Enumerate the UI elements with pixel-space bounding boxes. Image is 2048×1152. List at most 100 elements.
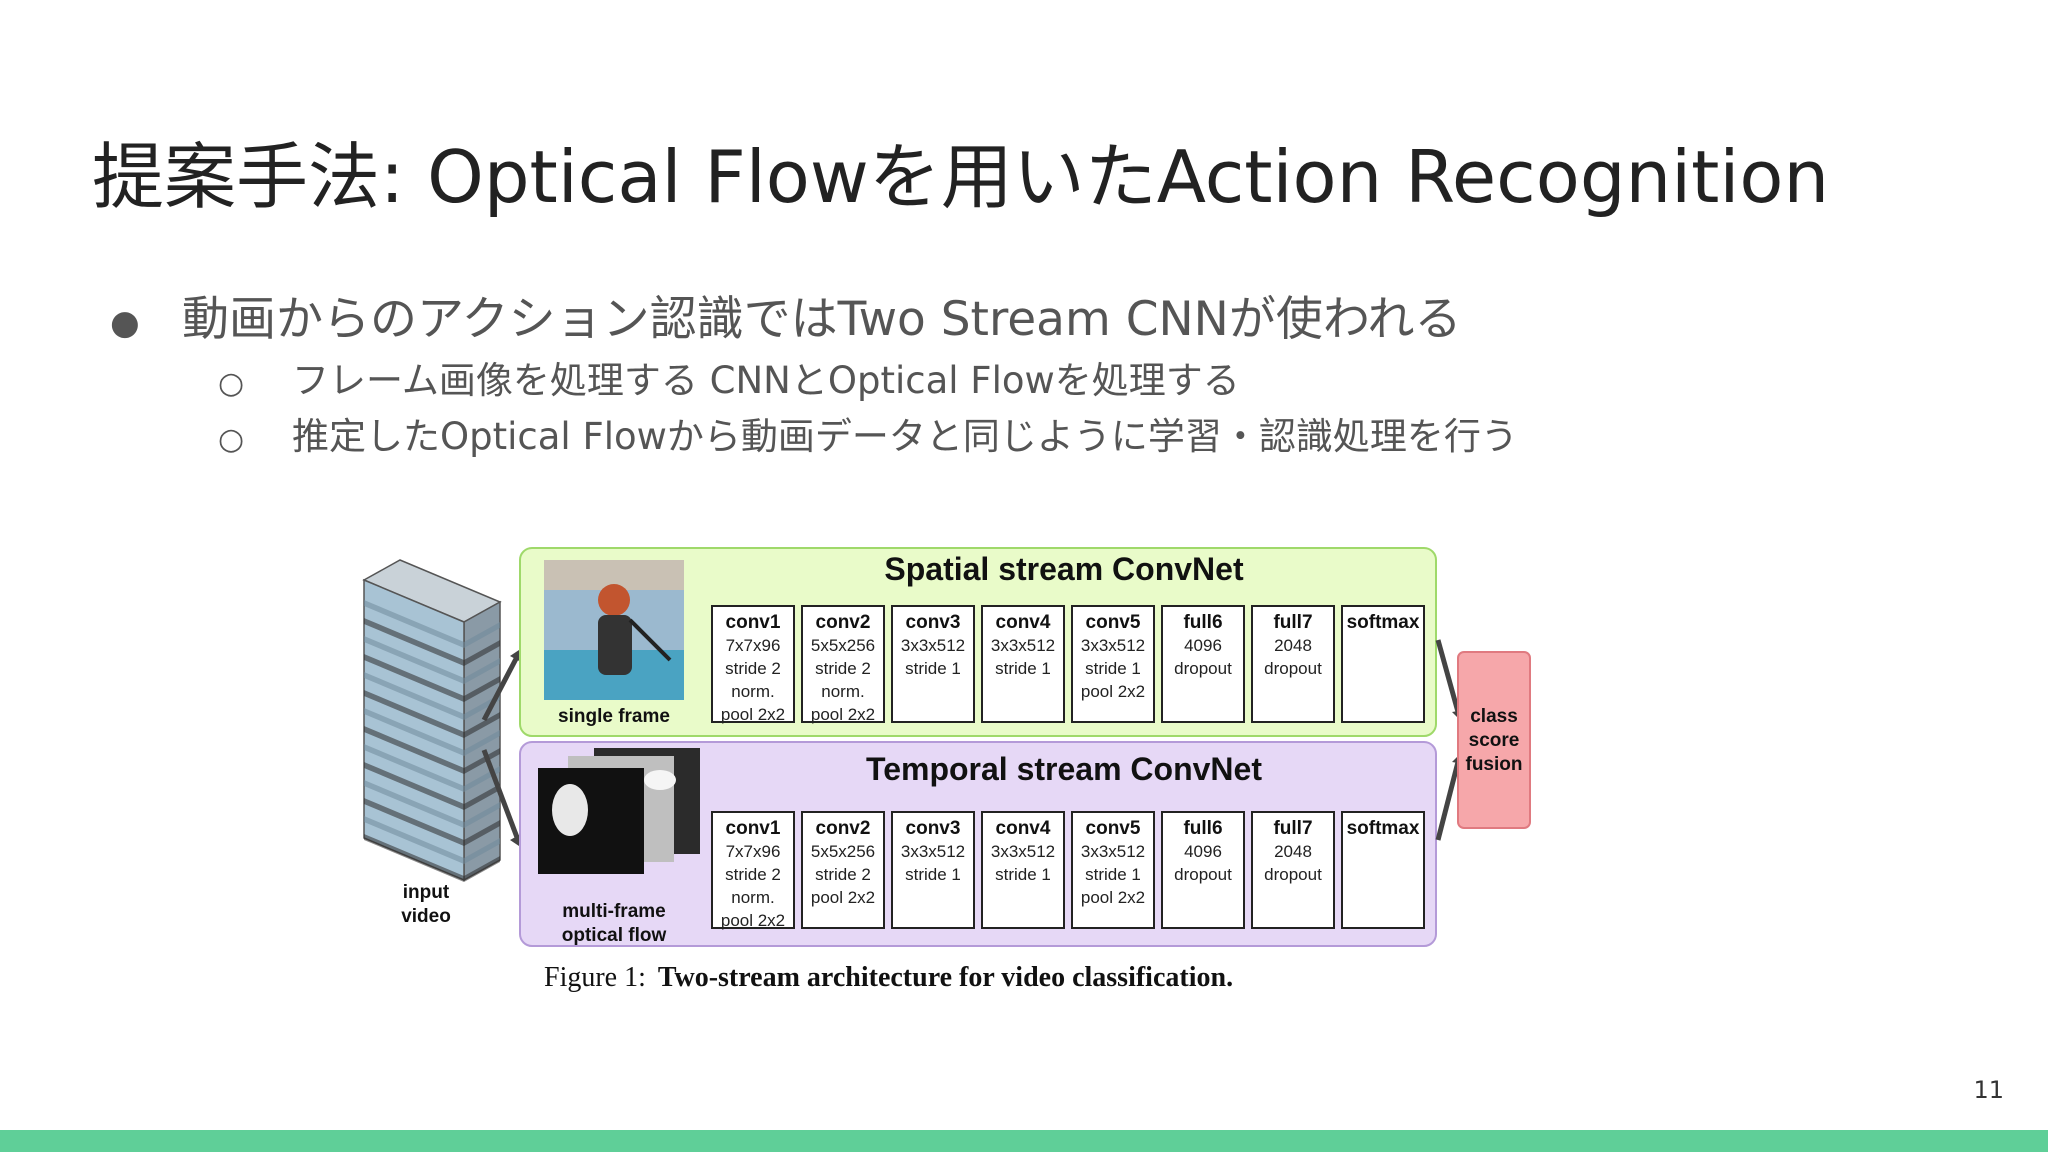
slide-number: 11 <box>1973 1076 2004 1104</box>
fusion-label-line1: class <box>1470 706 1518 727</box>
layer-box-conv4 <box>981 605 1065 723</box>
sub-bullet-circle-icon: ○ <box>218 422 245 457</box>
layer-detail: dropout <box>1174 865 1232 884</box>
layer-box-softmax <box>1341 811 1425 929</box>
layer-detail: pool 2x2 <box>811 888 875 907</box>
layer-detail: stride 1 <box>905 865 961 884</box>
layer-detail: stride 1 <box>995 865 1051 884</box>
layer-name: conv5 <box>1086 612 1141 633</box>
layer-detail: dropout <box>1264 659 1322 678</box>
layer-box-full6 <box>1161 811 1245 929</box>
layer-box-conv5 <box>1071 811 1155 929</box>
architecture-figure: input video Spatial stream ConvNet singl… <box>362 547 1531 993</box>
bullet-sub-2: ○ 推定したOptical Flowから動画データと同じように学習・認識処理を行う <box>218 406 1518 460</box>
layer-box-conv1 <box>711 811 795 929</box>
layer-detail: stride 1 <box>995 659 1051 678</box>
layer-detail: pool 2x2 <box>811 705 875 724</box>
two-stream-diagram: input video Spatial stream ConvNet singl… <box>350 540 1540 1000</box>
bullet-main: ● 動画からのアクション認識ではTwo Stream CNNが使われる <box>110 280 1462 349</box>
bullet-dot-icon: ● <box>110 302 140 343</box>
layer-box-conv1 <box>711 605 795 723</box>
layer-detail: stride 2 <box>725 865 781 884</box>
caption-text: Two-stream architecture for video classi… <box>658 962 1233 993</box>
layer-detail: stride 1 <box>1085 865 1141 884</box>
arrow-to-spatial <box>481 653 521 722</box>
layer-box-conv5 <box>1071 605 1155 723</box>
layer-detail: pool 2x2 <box>721 705 785 724</box>
layer-name: full7 <box>1273 818 1312 839</box>
spatial-stream-title: Spatial stream ConvNet <box>884 551 1244 587</box>
bullet-main-text: 動画からのアクション認識ではTwo Stream CNNが使われる <box>182 292 1462 347</box>
optical-flow-images <box>538 748 700 874</box>
layer-name: conv5 <box>1086 818 1141 839</box>
optical-flow-label-line1: multi-frame <box>562 901 665 922</box>
layer-detail: 4096 <box>1184 842 1222 861</box>
layer-box-conv3 <box>891 811 975 929</box>
bullet-sub-text: 推定したOptical Flowから動画データと同じように学習・認識処理を行う <box>292 415 1518 458</box>
layer-detail: 2048 <box>1274 636 1312 655</box>
optical-flow-label-line2: optical flow <box>562 925 667 946</box>
input-label-line2: video <box>401 906 451 927</box>
layer-detail: 7x7x96 <box>726 636 781 655</box>
layer-detail: stride 2 <box>815 865 871 884</box>
layer-detail: pool 2x2 <box>721 911 785 930</box>
layer-detail: norm. <box>731 888 774 907</box>
layer-name: softmax <box>1347 612 1420 633</box>
layer-detail: 5x5x256 <box>811 842 875 861</box>
temporal-stream-title: Temporal stream ConvNet <box>866 751 1262 787</box>
single-frame-label: single frame <box>558 706 670 727</box>
layer-box-conv2 <box>801 605 885 723</box>
layer-box-full6 <box>1161 605 1245 723</box>
page-title: 提案手法: Optical Flowを用いたAction Recognition <box>92 135 1830 219</box>
layer-box-conv4 <box>981 811 1065 929</box>
bullet-sub-1: ○ フレーム画像を処理する CNNとOptical Flowを処理する <box>218 350 1240 404</box>
layer-name: conv3 <box>906 818 961 839</box>
arrow-spatial-to-fusion <box>1435 639 1461 713</box>
arrow-to-temporal <box>481 749 521 841</box>
layer-detail: stride 2 <box>815 659 871 678</box>
layer-detail: 2048 <box>1274 842 1312 861</box>
layer-detail: stride 1 <box>1085 659 1141 678</box>
layer-detail: 5x5x256 <box>811 636 875 655</box>
bullet-sub-text: フレーム画像を処理する CNNとOptical Flowを処理する <box>292 359 1240 402</box>
layer-name: conv1 <box>726 612 781 633</box>
layer-name: full7 <box>1273 612 1312 633</box>
bottom-accent-bar <box>0 1130 2048 1152</box>
layer-detail: 3x3x512 <box>1081 842 1145 861</box>
layer-box-full7 <box>1251 811 1335 929</box>
layer-name: conv4 <box>996 818 1051 839</box>
layer-detail: pool 2x2 <box>1081 888 1145 907</box>
layer-detail: 3x3x512 <box>901 842 965 861</box>
single-frame-image <box>544 560 684 700</box>
layer-name: full6 <box>1183 818 1222 839</box>
layer-name: conv2 <box>816 612 871 633</box>
figure-caption: Figure 1:Two-stream architecture for vid… <box>544 962 1233 993</box>
layer-detail: dropout <box>1264 865 1322 884</box>
layer-name: full6 <box>1183 612 1222 633</box>
layer-detail: norm. <box>731 682 774 701</box>
arrow-temporal-to-fusion <box>1435 761 1461 841</box>
layer-detail: stride 2 <box>725 659 781 678</box>
sub-bullet-circle-icon: ○ <box>218 366 245 401</box>
layer-box-conv2 <box>801 811 885 929</box>
fusion-label-line2: score <box>1469 730 1520 751</box>
layer-box-softmax <box>1341 605 1425 723</box>
input-label-line1: input <box>403 882 450 903</box>
layer-detail: 3x3x512 <box>901 636 965 655</box>
input-video-stack <box>362 559 502 882</box>
layer-detail: 3x3x512 <box>991 842 1055 861</box>
layer-box-conv3 <box>891 605 975 723</box>
layer-detail: pool 2x2 <box>1081 682 1145 701</box>
layer-name: softmax <box>1347 818 1420 839</box>
layer-name: conv2 <box>816 818 871 839</box>
fusion-label-line3: fusion <box>1466 754 1523 775</box>
class-score-fusion-box <box>1457 651 1531 829</box>
layer-detail: 3x3x512 <box>991 636 1055 655</box>
layer-detail: 4096 <box>1184 636 1222 655</box>
layer-name: conv1 <box>726 818 781 839</box>
layer-box-full7 <box>1251 605 1335 723</box>
layer-name: conv3 <box>906 612 961 633</box>
layer-detail: stride 1 <box>905 659 961 678</box>
layer-detail: dropout <box>1174 659 1232 678</box>
layer-detail: 3x3x512 <box>1081 636 1145 655</box>
